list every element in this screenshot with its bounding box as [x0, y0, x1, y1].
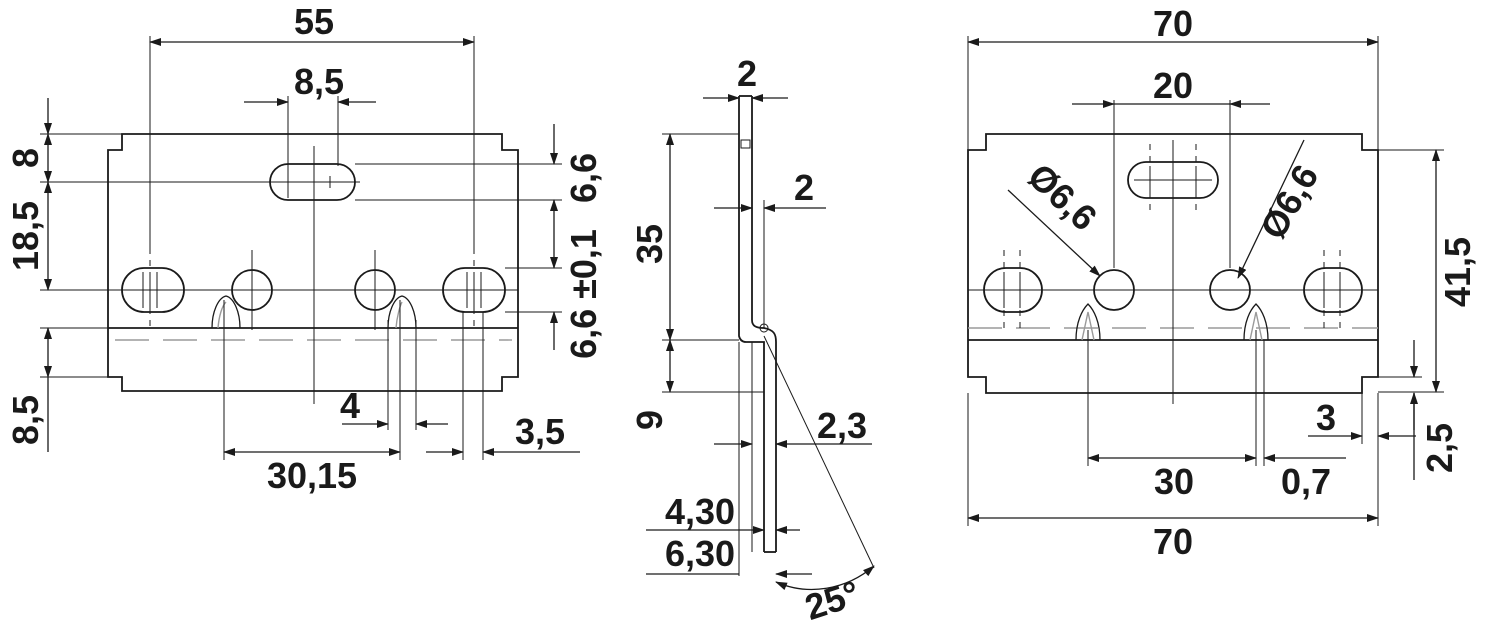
- dim-upper-height: 18,5: [5, 201, 46, 271]
- dim-height-lower: 9: [629, 410, 670, 430]
- dim-slot-height: 6,6: [563, 153, 604, 203]
- dim-hole-diameter-right: Ø6,6: [1252, 158, 1327, 246]
- dim-hole-tolerance: 6,6 ±0,1: [563, 229, 604, 359]
- dim-angle: 25°: [800, 572, 864, 628]
- dim-tab-height: 2,5: [1419, 423, 1460, 473]
- top-view-notch-right: [1243, 303, 1269, 341]
- dim-top-edge: 8: [5, 148, 46, 168]
- side-view: 2 2 35 9 2,3 4,30 6,30 25°: [629, 53, 875, 628]
- dim-hole-diameter-left: Ø6,6: [1020, 155, 1105, 238]
- dim-hole-spacing: 30,15: [267, 455, 357, 496]
- dim-width-bottom: 70: [1153, 521, 1193, 562]
- dim-hole-spacing-bottom: 30: [1154, 461, 1194, 502]
- front-view: 55 8,5 8 18,5 8,5 6,6 6,6 ±0,1: [5, 1, 604, 496]
- dim-height-upper: 35: [629, 224, 670, 264]
- hole-marker: [740, 139, 751, 149]
- dim-offset: 2,3: [817, 405, 867, 446]
- dim-thickness-mid: 2: [794, 167, 814, 208]
- dim-edge-offset: 3,5: [515, 411, 565, 452]
- dim-lower-height: 8,5: [5, 395, 46, 445]
- dim-width: 55: [294, 1, 334, 42]
- dim-height: 41,5: [1437, 237, 1478, 307]
- front-view-outline: [107, 133, 519, 392]
- notch-right: [387, 295, 417, 329]
- side-profile: [738, 96, 777, 552]
- dim-thickness-top: 2: [737, 53, 757, 94]
- dim-tab-width: 3: [1316, 397, 1336, 438]
- dim-width-top: 70: [1153, 3, 1193, 44]
- dim-depth-1: 4,30: [665, 491, 735, 532]
- dim-notch-width: 4: [340, 385, 360, 426]
- dim-offset-small: 0,7: [1281, 461, 1331, 502]
- dim-hole-spacing-top: 20: [1153, 65, 1193, 106]
- top-view-notch-left: [1075, 303, 1101, 341]
- top-view: 70 20 Ø6,6 Ø6,6 41,5 2,5 3 30 0,: [967, 3, 1478, 562]
- dim-slot-width: 8,5: [294, 61, 344, 102]
- dim-depth-2: 6,30: [665, 533, 735, 574]
- notch-left: [211, 295, 241, 329]
